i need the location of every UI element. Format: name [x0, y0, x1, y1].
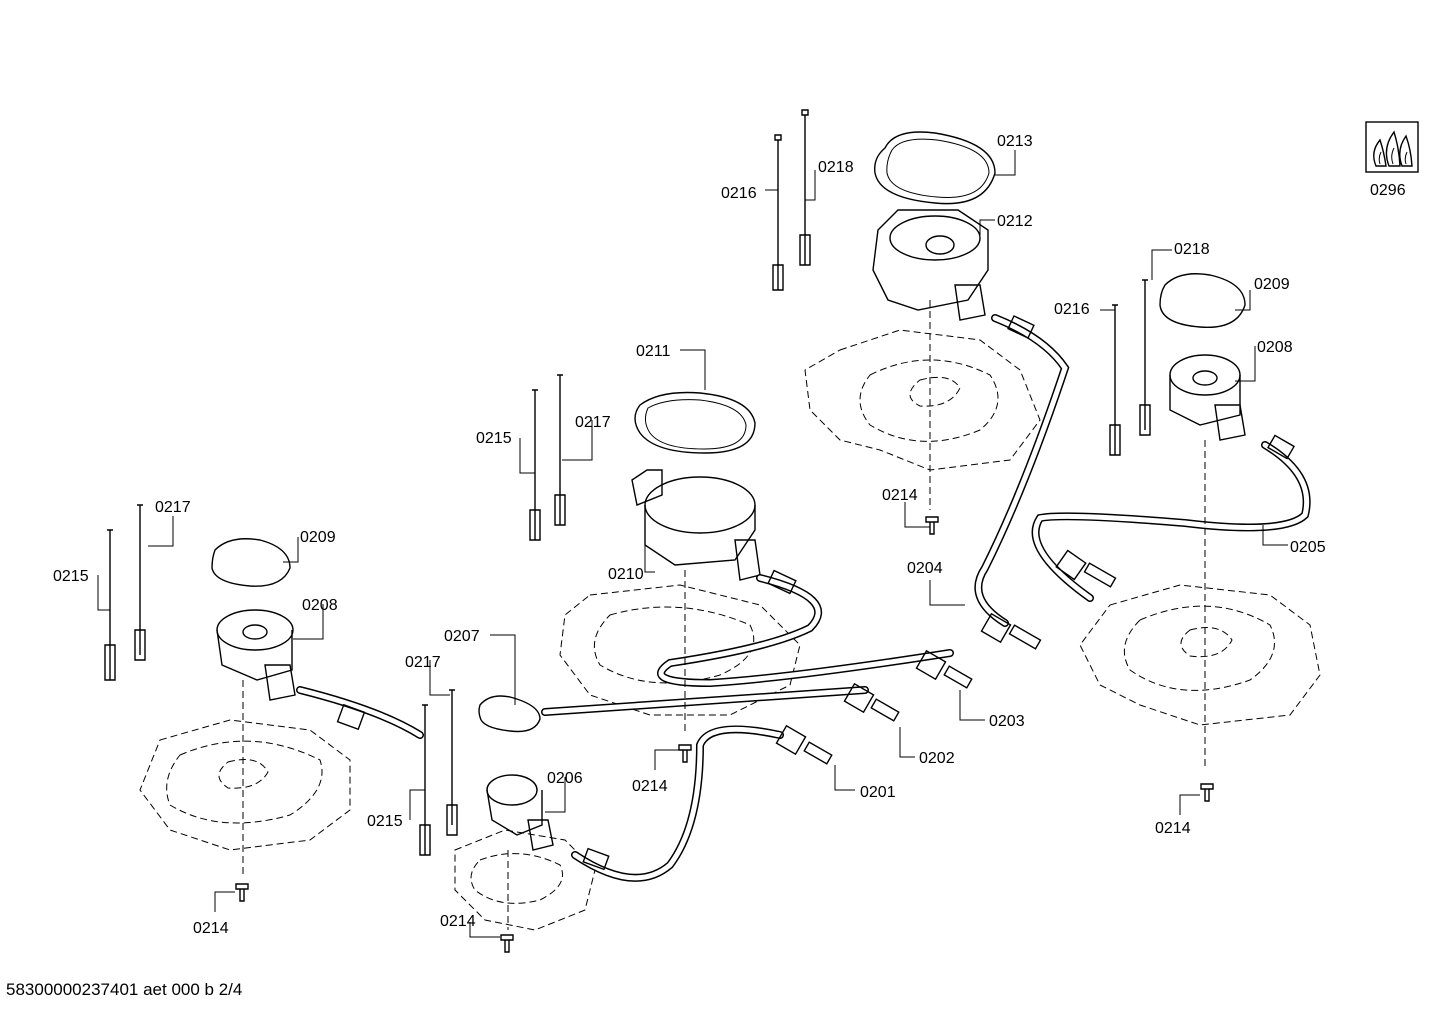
leader-lines — [97, 150, 1288, 938]
callout-0217-center: 0217 — [575, 414, 611, 431]
callout-labels: 0216 0218 0213 0212 0218 0209 0216 0208 … — [53, 133, 1326, 937]
callout-0213: 0213 — [997, 133, 1033, 150]
callout-0208-left: 0208 — [302, 597, 338, 614]
callout-0205: 0205 — [1290, 539, 1326, 556]
burner-cup-0208-right — [1169, 354, 1246, 441]
fittings — [336, 315, 1295, 871]
callout-0214-left: 0214 — [193, 920, 229, 937]
flame-icon — [1365, 121, 1419, 173]
callout-0218-right: 0218 — [1174, 241, 1210, 258]
gasket-0209-left — [211, 538, 291, 587]
burner-base-right — [1079, 584, 1321, 726]
callout-0207: 0207 — [444, 628, 480, 645]
gasket-0211 — [634, 391, 756, 454]
gasket-0207 — [478, 695, 541, 733]
document-code: 58300000237401 aet 000 b 2/4 — [6, 980, 243, 999]
electrodes — [104, 109, 1151, 856]
callout-0216-right: 0216 — [1054, 301, 1090, 318]
callout-0214-center: 0214 — [632, 778, 668, 795]
callout-0206: 0206 — [547, 770, 583, 787]
callout-0214-top: 0214 — [882, 487, 918, 504]
callout-0209-right: 0209 — [1254, 276, 1290, 293]
callout-0214-small: 0214 — [440, 913, 476, 930]
burner-base-top-center — [804, 329, 1041, 471]
gasket-0209-right — [1159, 273, 1246, 329]
callout-0214-right: 0214 — [1155, 820, 1191, 837]
callout-0212: 0212 — [997, 213, 1033, 230]
burner-cup-0212 — [872, 209, 989, 321]
callout-0218: 0218 — [818, 159, 854, 176]
callout-0201: 0201 — [860, 784, 896, 801]
callout-0209-left: 0209 — [300, 529, 336, 546]
callout-0215-left: 0215 — [53, 568, 89, 585]
burner-cup-0206 — [486, 774, 554, 851]
callout-0217-left: 0217 — [155, 499, 191, 516]
callout-0202: 0202 — [919, 750, 955, 767]
burner-base-center — [559, 584, 801, 716]
callout-0211: 0211 — [636, 343, 671, 360]
assembly-axes — [242, 300, 1206, 930]
burner-base-small — [454, 829, 596, 931]
callout-0215-center: 0215 — [476, 430, 512, 447]
callout-0203: 0203 — [989, 713, 1025, 730]
callout-0216: 0216 — [721, 185, 757, 202]
burner-base-left — [139, 719, 351, 851]
callout-0204: 0204 — [907, 560, 943, 577]
screws — [235, 516, 1214, 953]
callout-0210: 0210 — [608, 566, 644, 583]
legend-label: 0296 — [1370, 182, 1406, 199]
burner-cup-0210 — [631, 469, 761, 581]
callout-0208-right: 0208 — [1257, 339, 1293, 356]
gas-tubes — [296, 314, 1311, 882]
burner-cup-0208-left — [216, 609, 296, 701]
callout-0215-small: 0215 — [367, 813, 403, 830]
callout-0217-small: 0217 — [405, 654, 441, 671]
gasket-0213 — [874, 131, 996, 205]
